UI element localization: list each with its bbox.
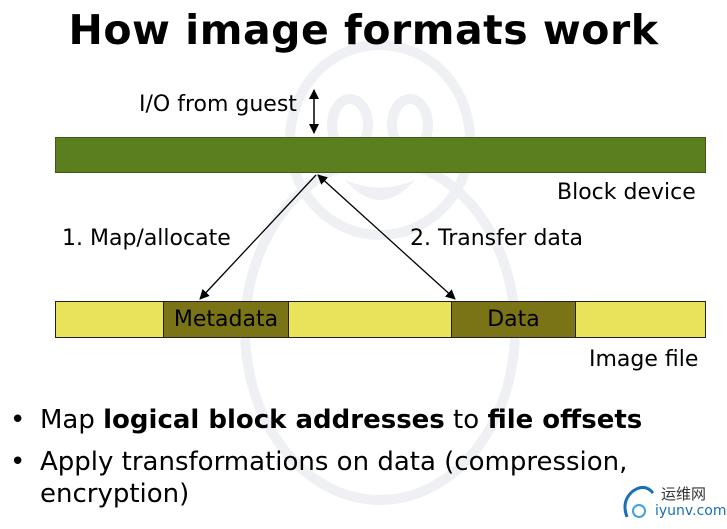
logo-text-top: 运维网	[661, 485, 707, 503]
logo-text-bottom: iyunv.com	[655, 503, 727, 519]
bullet-item: • Map logical block addresses to file of…	[10, 404, 720, 436]
transfer-data-arrow	[317, 174, 456, 300]
bullet-text: Apply transformations on data (compressi…	[40, 447, 628, 509]
io-label: I/O from guest	[139, 92, 297, 117]
step1-label: 1. Map/allocate	[62, 226, 231, 251]
bullet-bold-text: logical block addresses	[103, 405, 445, 435]
block-device-label: Block device	[557, 180, 696, 205]
site-logo: 运维网 iyunv.com	[619, 481, 726, 525]
logo-icon	[623, 486, 655, 518]
bullet-text: Map	[40, 405, 104, 435]
bullet-item: • Apply transformations on data (compres…	[10, 446, 720, 510]
block-device-bar	[55, 137, 706, 173]
page-title: How image formats work	[68, 6, 659, 54]
data-segment: Data	[451, 301, 576, 338]
bullet-dot: •	[10, 447, 26, 477]
bullet-bold-text: file offsets	[487, 405, 643, 435]
image-file-label: Image file	[589, 347, 699, 372]
bullet-text: to	[444, 405, 488, 435]
metadata-segment: Metadata	[163, 301, 289, 338]
map-allocate-arrow	[199, 174, 317, 300]
bullet-list: • Map logical block addresses to file of…	[10, 404, 720, 520]
bullet-dot: •	[10, 405, 26, 435]
